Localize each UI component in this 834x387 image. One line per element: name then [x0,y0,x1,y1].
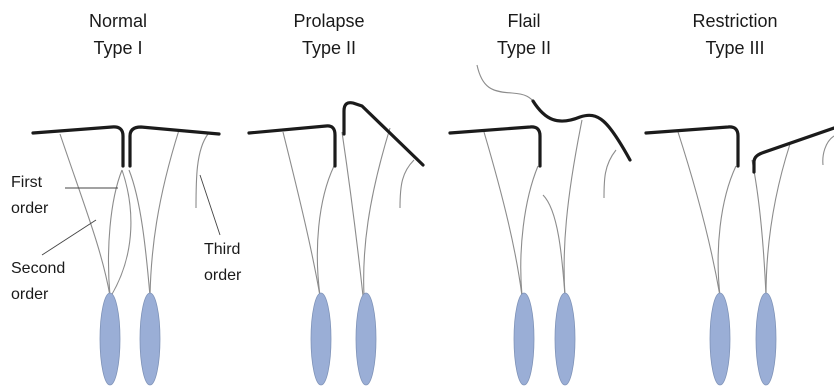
chord-third-order [196,134,208,208]
chord-second-order-left [283,132,320,296]
label-second-order-line2: order [11,286,49,303]
anterior-leaflet [33,127,123,166]
chord-first-order-right [342,132,363,296]
chord-first-order-left [521,166,538,296]
papillary-muscle-right [356,293,376,385]
posterior-leaflet-prolapsed [344,103,423,165]
panel-normal-title: Normal Type I [89,11,147,58]
panel-flail-title: Flail Type II [497,11,551,58]
chord-second-order-right [150,130,179,296]
chord-first-order-left-b [129,170,150,296]
chord-third-order [604,150,616,198]
panel-flail-title-line2: Type II [497,38,551,58]
chord-second-order-left [60,134,110,296]
panel-prolapse-title: Prolapse Type II [293,11,364,58]
label-third-order-line2: order [204,267,242,284]
panel-prolapse [249,103,423,385]
panel-restriction-title-line2: Type III [705,38,764,58]
panel-normal-title-line1: Normal [89,11,147,31]
chord-second-order-left [678,132,720,296]
papillary-muscle-right [555,293,575,385]
leader-third-order [200,175,220,235]
papillary-muscle-left [100,293,120,385]
anterior-leaflet [646,127,738,166]
label-first-order-line1: First [11,174,43,191]
chord-third-order [400,160,414,208]
chord-second-order-left [484,132,522,296]
chord-first-order-right [111,170,131,296]
chord-second-order-right [364,128,390,296]
chord-second-order-right [564,120,582,296]
panel-normal: First order Second order Third order [11,127,242,385]
panel-flail-title-line1: Flail [507,11,540,31]
panel-flail [450,65,630,385]
label-second-order-line1: Second [11,260,65,277]
panel-restriction [646,127,834,385]
label-first-order-line2: order [11,200,49,217]
papillary-muscle-right [756,293,776,385]
leader-second-order [42,220,96,255]
anterior-leaflet [249,126,335,166]
chord-torn [477,65,536,104]
panel-restriction-title-line1: Restriction [692,11,777,31]
chord-first-order-left [317,166,334,296]
papillary-muscle-left [710,293,730,385]
panel-prolapse-title-line1: Prolapse [293,11,364,31]
chord-ruptured [543,195,565,296]
label-third-order-line1: Third [204,241,240,258]
posterior-leaflet-restricted [754,128,834,172]
papillary-muscle-left [514,293,534,385]
papillary-muscle-left [311,293,331,385]
papillary-muscle-right [140,293,160,385]
chord-first-order-right [752,160,766,296]
chord-third-order [823,136,834,165]
chord-second-order-right [766,144,790,296]
panel-normal-title-line2: Type I [93,38,142,58]
panel-prolapse-title-line2: Type II [302,38,356,58]
chord-first-order-left [718,166,736,296]
panel-restriction-title: Restriction Type III [692,11,777,58]
anterior-leaflet [450,127,540,166]
